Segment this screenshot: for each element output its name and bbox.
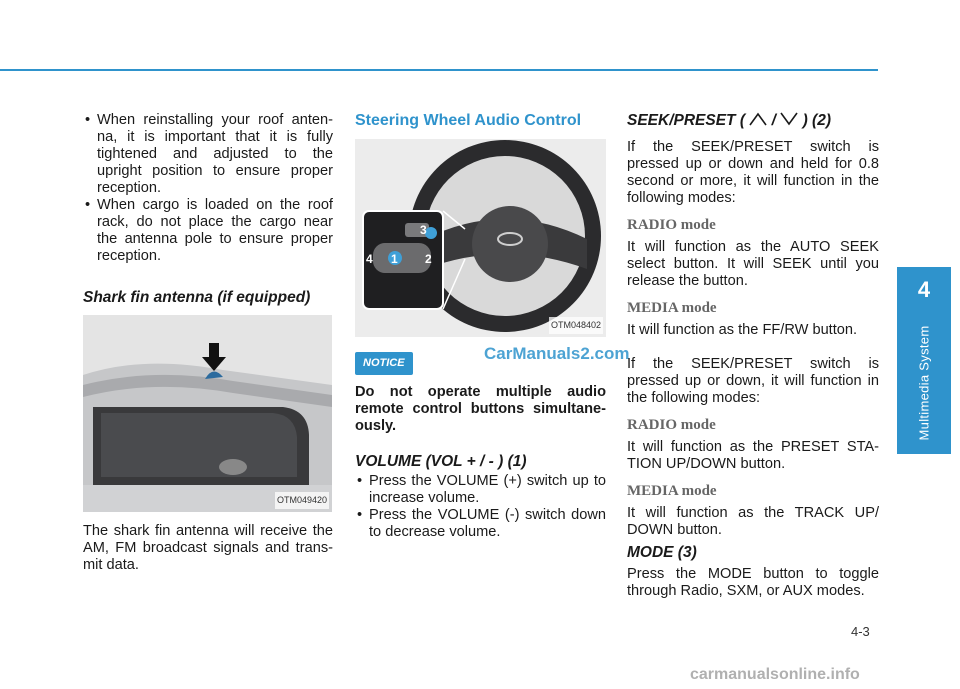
figure-code: OTM048402	[548, 317, 603, 334]
column-3: SEEK/PRESET ( / ) (2) If the SEEK/PRESET…	[627, 112, 879, 600]
list-item: When reinstalling your roof anten-na, it…	[83, 112, 333, 197]
radio-mode-text: It will function as the PRESET STA-TION …	[627, 439, 879, 472]
seek-heading-prefix: SEEK/PRESET (	[627, 112, 745, 129]
chapter-title-strip	[897, 312, 951, 454]
seek-intro: If the SEEK/PRESET switch is pressed up …	[627, 139, 879, 206]
chapter-title: Multimedia System	[916, 325, 932, 441]
radio-mode-text: It will function as the AUTO SEEK select…	[627, 239, 879, 289]
list-item: When cargo is loaded on the roof rack, d…	[83, 197, 333, 265]
list-item: Press the VOLUME (+) switch up to increa…	[355, 473, 606, 507]
media-mode-heading: MEDIA mode	[627, 483, 717, 499]
volume-heading: VOLUME (VOL + / - ) (1)	[355, 453, 527, 470]
notice-text: Do not operate multiple audio remote con…	[355, 384, 606, 434]
callout-2: 2	[425, 252, 432, 266]
media-mode-text: It will function as the FF/RW button.	[627, 322, 858, 338]
column-2: Steering Wheel Audio Control 3 1 2 4 OTM…	[355, 112, 606, 541]
shark-fin-figure: OTM049420	[83, 315, 332, 512]
mode-text: Press the MODE button to toggle through …	[627, 566, 879, 599]
callout-4: 4	[366, 252, 373, 266]
page-number: 4-3	[851, 624, 870, 639]
media-mode-text: It will function as the TRACK UP/ DOWN b…	[627, 505, 879, 538]
list-item: Press the VOLUME (-) switch down to decr…	[355, 507, 606, 541]
notice-badge: NOTICE	[355, 352, 413, 375]
chevron-up-icon	[749, 112, 767, 126]
chevron-down-icon	[780, 112, 798, 126]
shark-fin-antenna	[205, 371, 223, 379]
column-1: When reinstalling your roof anten-na, it…	[83, 112, 333, 574]
down-arrow-shaft	[209, 343, 219, 357]
mode-heading: MODE (3)	[627, 544, 697, 561]
watermark-text: CarManuals2.com	[484, 344, 630, 363]
shark-fin-description: The shark fin antenna will receive the A…	[83, 523, 333, 573]
bottom-watermark: carmanualsonline.info	[690, 666, 860, 683]
car-rear-illustration	[83, 315, 332, 512]
chapter-number-tab: 4	[897, 267, 951, 312]
callout-1: 1	[391, 252, 398, 266]
seek-heading-suffix: ) (2)	[802, 112, 831, 129]
down-arrow-icon	[202, 357, 226, 371]
section-heading: Steering Wheel Audio Control	[355, 112, 582, 129]
callout-3: 3	[420, 223, 427, 237]
steering-wheel-figure: 3 1 2 4 OTM048402	[355, 139, 606, 337]
media-mode-heading: MEDIA mode	[627, 300, 717, 316]
radio-mode-heading: RADIO mode	[627, 417, 716, 433]
antenna-bullet-list: When reinstalling your roof anten-na, it…	[83, 112, 333, 265]
volume-bullet-list: Press the VOLUME (+) switch up to increa…	[355, 473, 606, 541]
seek-heading-separator: /	[771, 112, 776, 129]
radio-mode-heading: RADIO mode	[627, 217, 716, 233]
shark-fin-heading: Shark fin antenna (if equipped)	[83, 289, 311, 306]
header-rule	[0, 69, 878, 71]
steering-wheel-illustration: 3 1 2 4	[355, 139, 606, 337]
seek-heading: SEEK/PRESET ( / ) (2)	[627, 112, 879, 129]
callout-1-dot	[388, 251, 402, 265]
callout-3-dot	[425, 227, 437, 239]
seek-press-text: If the SEEK/PRESET switch is pressed up …	[627, 356, 879, 406]
figure-code: OTM049420	[274, 492, 329, 509]
